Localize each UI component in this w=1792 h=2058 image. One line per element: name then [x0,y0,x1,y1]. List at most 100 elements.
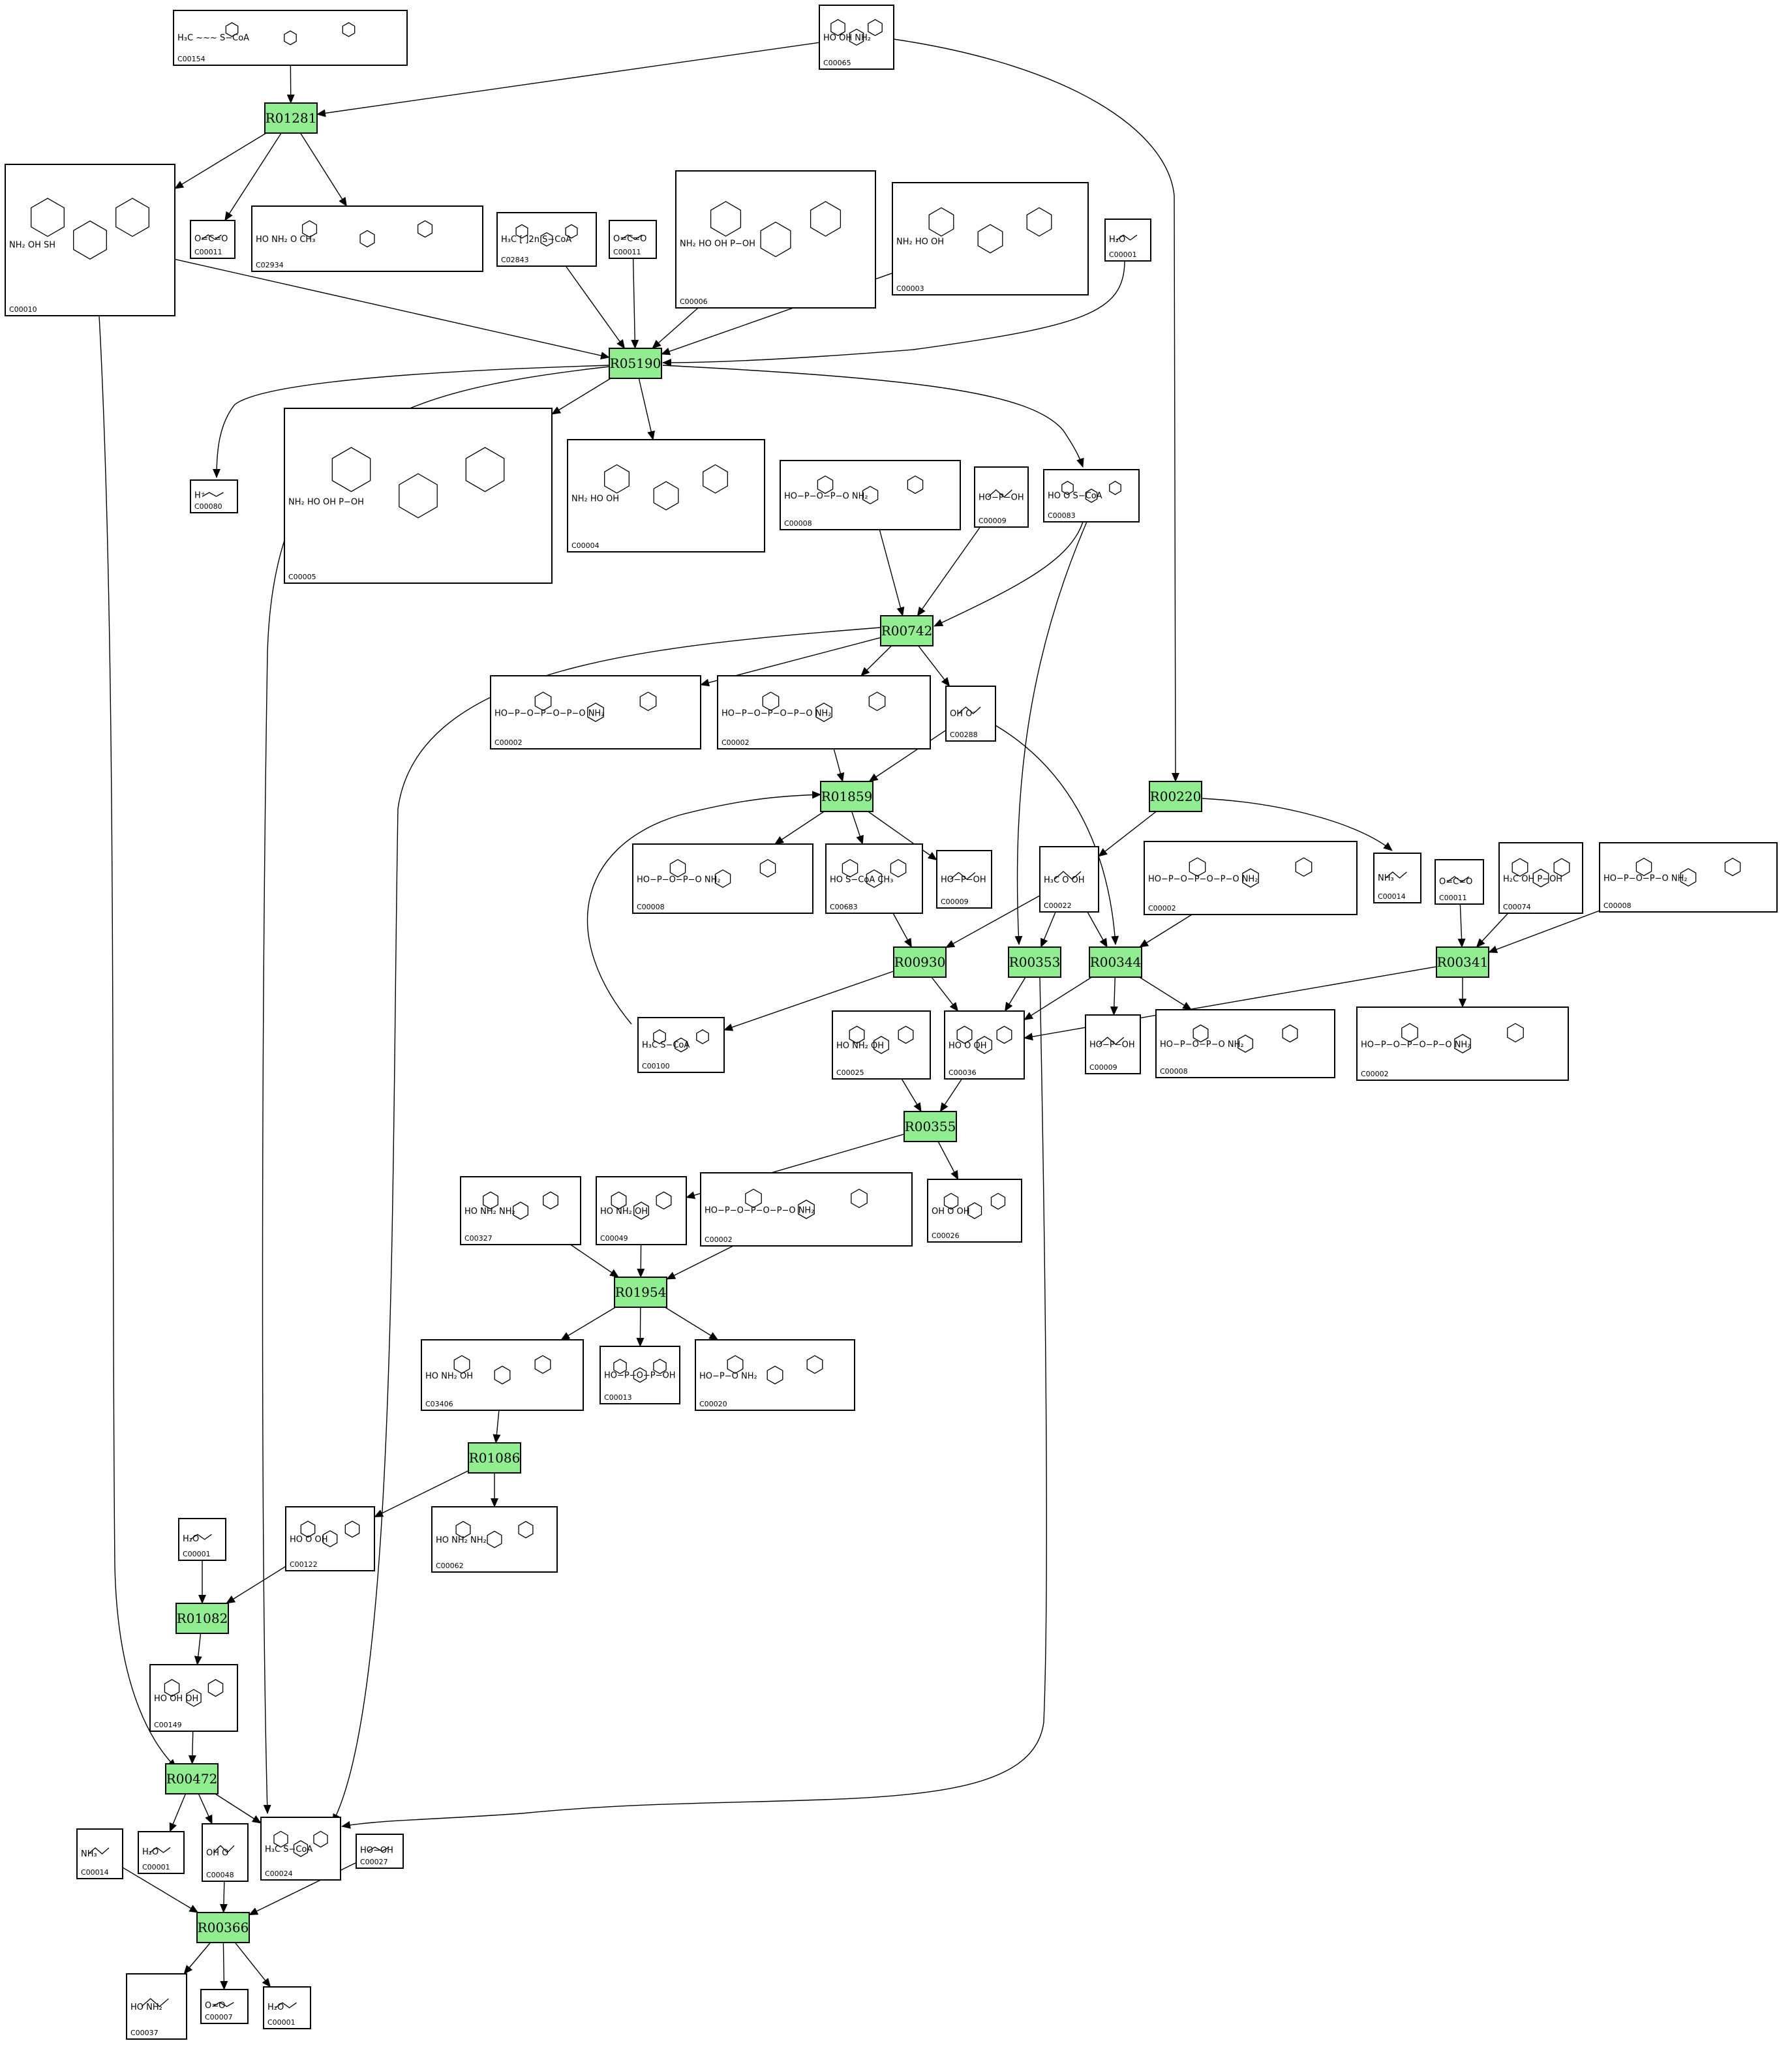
compound-box[interactable] [1435,859,1484,905]
compound-box[interactable] [819,5,894,70]
compound-box[interactable] [600,1346,680,1404]
compound-box[interactable] [609,220,657,259]
compound-box[interactable] [149,1664,238,1732]
reaction-node-r00344[interactable]: R00344 [1089,946,1142,978]
compound-box[interactable] [832,1010,931,1080]
reaction-box[interactable] [1436,946,1489,978]
compound-box[interactable] [421,1339,584,1411]
compound-box[interactable] [173,10,408,66]
reaction-box[interactable] [880,615,934,646]
compound-box[interactable] [596,1176,687,1245]
compound-box[interactable] [190,479,238,513]
compound-box[interactable] [1498,842,1583,914]
reaction-node-r00930[interactable]: R00930 [893,946,947,978]
compound-box[interactable] [1599,842,1778,913]
reaction-node-r01954[interactable]: R01954 [614,1277,667,1308]
reaction-node-r05190[interactable]: R05190 [609,348,662,379]
reaction-box[interactable] [904,1111,957,1142]
compound-box[interactable] [460,1176,581,1245]
compound-box[interactable] [1373,853,1421,903]
compound-box[interactable] [695,1339,855,1411]
compound-box[interactable] [200,1989,249,2024]
compound-box[interactable] [76,1828,123,1879]
compound-box[interactable] [1356,1006,1569,1081]
reaction-node-r00353[interactable]: R00353 [1008,946,1061,978]
compound-box[interactable] [260,1817,341,1881]
compound-box[interactable] [717,675,931,749]
reaction-node-r00742[interactable]: R00742 [880,615,934,646]
reaction-box[interactable] [165,1763,219,1794]
reaction-box[interactable] [264,102,318,134]
compound-box[interactable] [944,1010,1025,1080]
compound-box[interactable] [356,1834,404,1869]
reaction-box[interactable] [1089,946,1142,978]
reaction-box[interactable] [609,348,662,379]
reaction-node-r00472[interactable]: R00472 [165,1763,219,1794]
reaction-node-r00355[interactable]: R00355 [904,1111,957,1142]
reaction-box[interactable] [175,1603,229,1634]
compound-box[interactable] [138,1831,185,1874]
reaction-node-r01082[interactable]: R01082 [175,1603,229,1634]
compound-box[interactable] [675,170,876,309]
reaction-node-r00220[interactable]: R00220 [1149,781,1202,812]
compound-box[interactable] [1144,841,1358,915]
compound-box[interactable] [431,1506,558,1573]
reaction-box[interactable] [196,1912,250,1943]
compound-box[interactable] [490,675,701,749]
compound-box[interactable] [496,212,597,267]
compound-box[interactable] [825,843,923,914]
compound-box[interactable] [780,460,961,530]
compound-node-c00288[interactable]: OH O⁻C00288 [945,686,996,742]
compound-box[interactable] [1039,846,1099,913]
reaction-box[interactable] [1149,781,1202,812]
compound-box[interactable] [892,182,1089,295]
reaction-node-r01086[interactable]: R01086 [468,1442,521,1474]
compound-box[interactable] [1104,219,1151,262]
compound-box[interactable] [126,1973,187,2040]
reaction-box[interactable] [820,781,873,812]
reaction-box[interactable] [468,1442,521,1474]
compound-box[interactable] [1043,469,1140,522]
reaction-node-r00366[interactable]: R00366 [196,1912,250,1943]
compound-box[interactable] [936,850,992,909]
compound-box[interactable] [202,1823,249,1882]
compound-box[interactable] [567,439,765,552]
compound-box[interactable] [263,1986,311,2029]
compound-box[interactable] [5,164,175,316]
